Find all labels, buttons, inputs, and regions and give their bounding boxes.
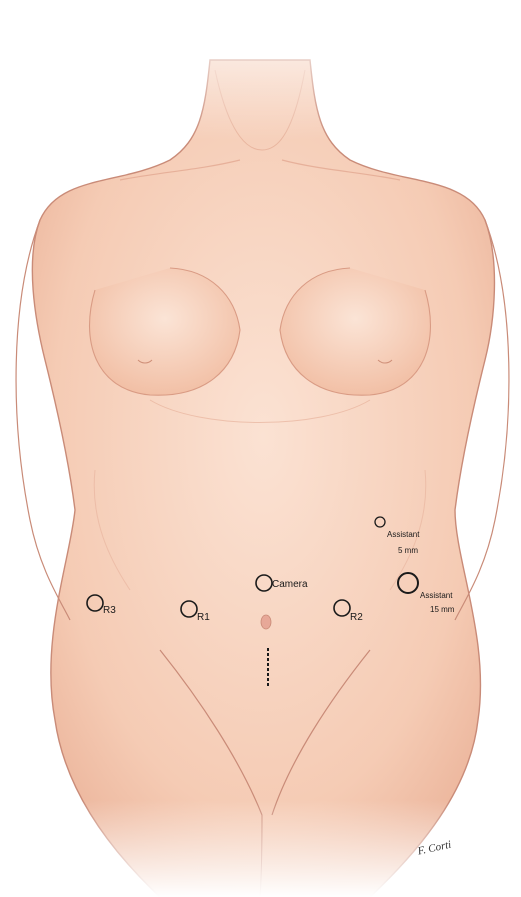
port-r2-label: R2: [350, 612, 363, 623]
port-assistant-15mm-size: 15 mm: [430, 605, 455, 614]
umbilicus: [261, 615, 271, 629]
port-assistant-5mm-label: Assistant: [387, 530, 420, 539]
port-r3-label: R3: [103, 605, 116, 616]
port-r1-label: R1: [197, 612, 210, 623]
port-camera-label: Camera: [272, 579, 308, 590]
left-breast: [90, 268, 240, 395]
port-assistant-15mm-label: Assistant: [420, 591, 453, 600]
right-breast: [280, 268, 430, 395]
port-assistant-5mm-size: 5 mm: [398, 546, 418, 555]
